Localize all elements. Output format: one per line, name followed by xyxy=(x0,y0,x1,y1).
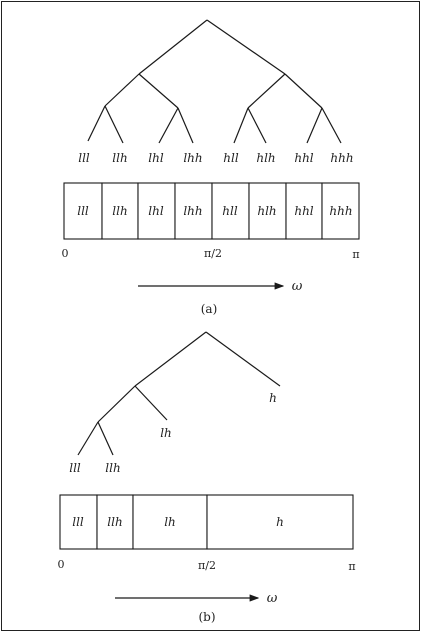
panel-b-tree xyxy=(77,331,281,456)
tree-leaf-label: lhh xyxy=(183,151,202,165)
band-cell-label: lhh xyxy=(183,204,202,218)
tree-leaf-label: lhl xyxy=(148,151,164,165)
panel-a: lll llh lhl lhh hll hlh hhl hhh lll llh … xyxy=(62,19,360,316)
tree-leaf-label: hlh xyxy=(256,151,275,165)
tree-leaf-label: hhl xyxy=(294,151,313,165)
panel-caption: (a) xyxy=(201,302,218,316)
tree-edge xyxy=(77,421,99,456)
tree-edge xyxy=(87,105,106,142)
panel-b-band-boxes: lll llh lh h xyxy=(59,494,354,550)
tree-edge xyxy=(138,19,208,75)
axis-tick-label: 0 xyxy=(62,247,69,260)
band-cell-label: hhh xyxy=(329,204,352,218)
tree-leaf-label: lll xyxy=(69,461,81,475)
band-cell-label: lll xyxy=(77,204,89,218)
tree-edge xyxy=(97,421,114,456)
tree-leaf-label: h xyxy=(269,391,277,405)
tree-edge xyxy=(247,73,286,109)
band-cell xyxy=(285,182,323,240)
panel-b-leaf-labels: h lh lll llh xyxy=(69,391,277,475)
tree-edge xyxy=(134,385,168,421)
panel-a-leaf-labels: lll llh lhl lhh hll hlh hhl hhh xyxy=(78,151,353,165)
tree-edge xyxy=(321,107,342,144)
tree-edge xyxy=(284,73,323,109)
tree-leaf-label: llh xyxy=(112,151,127,165)
tree-edge xyxy=(177,107,194,144)
tree-edge xyxy=(233,107,249,144)
band-cell xyxy=(101,182,139,240)
axis-tick-label: π/2 xyxy=(204,247,222,260)
band-cell-label: lll xyxy=(72,515,84,529)
tree-edge xyxy=(104,73,140,107)
band-cell-label: hll xyxy=(222,204,238,218)
panel-a-frequency-axis: 0 π/2 π ω (a) xyxy=(62,247,360,316)
panel-b: h lh lll llh lll llh lh h 0 π/2 π ω (b) xyxy=(58,331,356,624)
band-cell xyxy=(248,182,287,240)
band-cell-label: lhl xyxy=(148,204,164,218)
axis-tick-label: π xyxy=(352,248,359,261)
band-cell-label: hlh xyxy=(257,204,276,218)
band-cell xyxy=(211,182,250,240)
band-cell xyxy=(174,182,213,240)
tree-edge xyxy=(138,73,179,109)
band-cell-label: llh xyxy=(112,204,127,218)
band-cell xyxy=(59,494,98,550)
tree-edge xyxy=(104,105,124,144)
tree-leaf-label: hhh xyxy=(330,151,353,165)
panel-a-tree xyxy=(87,19,342,144)
band-cell-label: hhl xyxy=(294,204,313,218)
band-cell-label: h xyxy=(276,515,284,529)
omega-symbol: ω xyxy=(292,279,303,294)
panel-b-frequency-axis: 0 π/2 π ω (b) xyxy=(58,558,356,624)
band-cell-label: lh xyxy=(164,515,176,529)
panel-a-band-boxes: lll llh lhl lhh hll hlh hhl hhh xyxy=(63,182,360,240)
tree-leaf-label: hll xyxy=(223,151,239,165)
omega-symbol: ω xyxy=(267,591,278,606)
axis-tick-label: π/2 xyxy=(198,559,216,572)
tree-leaf-label: lll xyxy=(78,151,90,165)
band-cell xyxy=(206,494,354,550)
tree-edge xyxy=(306,107,323,144)
axis-tick-label: π xyxy=(348,560,355,573)
tree-edge xyxy=(97,385,136,423)
tree-edge xyxy=(205,331,281,387)
tree-edge xyxy=(158,107,179,144)
band-cell-label: llh xyxy=(107,515,122,529)
band-cell xyxy=(63,182,103,240)
band-cell xyxy=(132,494,208,550)
tree-leaf-label: llh xyxy=(105,461,120,475)
axis-tick-label: 0 xyxy=(58,558,65,571)
tree-edge xyxy=(247,107,267,144)
band-cell xyxy=(321,182,360,240)
tree-edge xyxy=(134,331,207,387)
tree-leaf-label: lh xyxy=(160,426,172,440)
panel-caption: (b) xyxy=(198,610,215,624)
tree-edge xyxy=(206,19,286,75)
